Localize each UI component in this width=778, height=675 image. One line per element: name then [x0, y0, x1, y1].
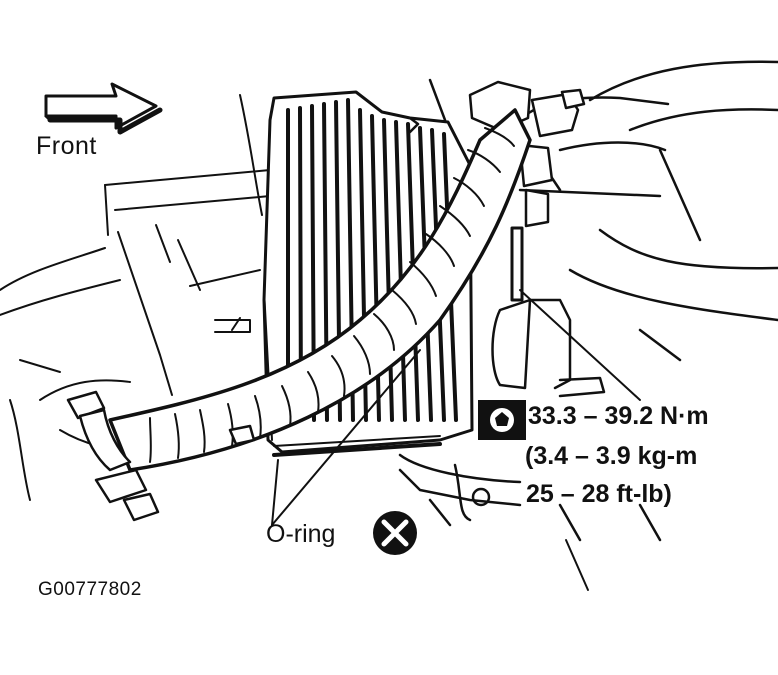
hose-clip-lower: [66, 390, 256, 522]
figure-id: G00777802: [38, 579, 142, 600]
torque-spec-kgm: (3.4 – 3.9 kg-m: [525, 442, 698, 470]
torque-spec-metric: 33.3 – 39.2 N·m: [528, 402, 709, 430]
wrench-icon: [478, 400, 526, 440]
coolant-hose: [108, 108, 532, 472]
front-direction-label: Front: [36, 132, 97, 160]
torque-spec-ftlb: 25 – 28 ft-lb): [526, 480, 672, 508]
front-arrow-icon: [44, 82, 163, 135]
hose-clip-upper: [468, 80, 586, 228]
leader-lines: [271, 289, 641, 591]
replace-x-icon: [373, 511, 417, 555]
o-ring-label: O-ring: [266, 520, 336, 548]
